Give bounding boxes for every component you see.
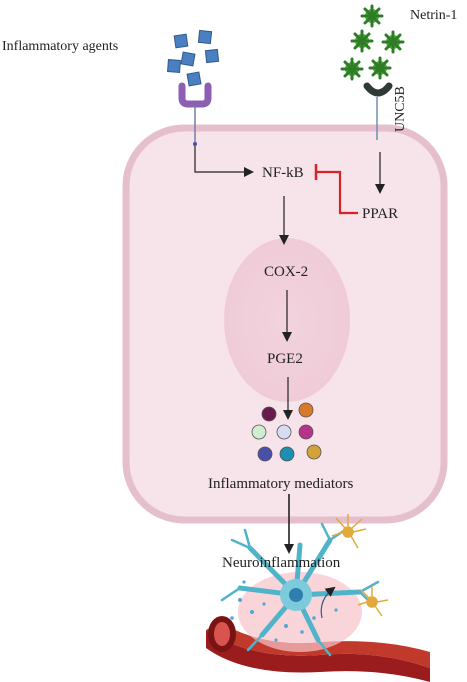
pge2-label: PGE2: [267, 351, 303, 367]
mediators-label: Inflammatory mediators: [208, 476, 354, 492]
inhibit-ppar-to-nfkb: [317, 170, 358, 215]
netrin-label: Netrin-1: [410, 8, 457, 23]
arrow-agents-to-nfkb: [194, 146, 254, 177]
neuroinflammation-illustration: [206, 514, 430, 682]
inflammatory-agents-icon: [167, 29, 220, 87]
netrin-icon: [340, 4, 405, 81]
cox2-label: COX-2: [264, 264, 308, 280]
ppar-label: PPAR: [362, 206, 398, 222]
inflammatory-agents-label: Inflammatory agents: [2, 39, 118, 54]
mediators-icon: [251, 402, 322, 462]
unc5b-label: UNC5B: [393, 86, 408, 132]
receptor-anchor: [193, 142, 197, 146]
neuroinflammation-label: Neuroinflammation: [222, 555, 341, 571]
receptor-icon: [178, 82, 212, 108]
nfkb-label: NF-kB: [262, 165, 304, 181]
unc5b-receptor-icon: [363, 82, 393, 97]
